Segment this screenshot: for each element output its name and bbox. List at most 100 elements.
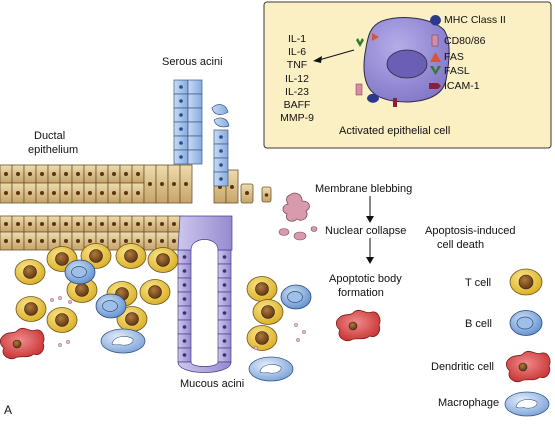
secretion-arrow bbox=[318, 49, 355, 61]
mucous-cell-nucleus bbox=[222, 283, 227, 287]
mucous-cell-nucleus bbox=[182, 353, 187, 357]
duct-cell-nucleus bbox=[76, 239, 80, 243]
mucous-cell-nucleus bbox=[182, 255, 187, 259]
duct-cell-nucleus bbox=[88, 172, 92, 176]
serous-fragment bbox=[213, 117, 230, 128]
legend-mhc-class-ii: MHC Class II bbox=[444, 14, 506, 26]
macrophage-icon bbox=[504, 391, 550, 417]
serous-cell bbox=[187, 149, 203, 165]
duct-cell-nucleus bbox=[40, 172, 44, 176]
duct-cell-nucleus bbox=[88, 191, 92, 195]
detached-duct-cell-nucleus bbox=[264, 193, 269, 197]
t-cell bbox=[66, 277, 98, 303]
mucous-cell-nucleus bbox=[182, 339, 187, 343]
cytokine-item: TNF bbox=[286, 59, 308, 72]
duct-cell-nucleus bbox=[112, 191, 116, 195]
duct-cell-nucleus bbox=[16, 172, 20, 176]
surface-cd80-86-marker bbox=[355, 83, 363, 96]
duct-cell-nucleus bbox=[64, 172, 68, 176]
cytokine-item: IL-1 bbox=[287, 33, 307, 45]
duct-cell-nucleus bbox=[28, 191, 32, 195]
mucous-cell-nucleus bbox=[222, 269, 227, 273]
macrophage bbox=[100, 328, 146, 354]
mucous-acini bbox=[177, 215, 233, 373]
duct-cell-nucleus bbox=[16, 222, 20, 226]
duct-cell-nucleus bbox=[16, 191, 20, 195]
legend-b-cell: B cell bbox=[465, 318, 492, 330]
duct-cell-nucleus bbox=[52, 222, 56, 226]
duct-cell-nucleus bbox=[172, 239, 176, 243]
serous-cell-nucleus bbox=[219, 177, 223, 181]
duct-cell-nucleus bbox=[160, 239, 164, 243]
serous-cell-nucleus bbox=[179, 85, 183, 89]
cell-debris bbox=[294, 323, 299, 328]
b-cell bbox=[280, 284, 312, 310]
apoptosis-death-label-line2: cell death bbox=[437, 239, 485, 251]
duct-cell-nucleus bbox=[136, 239, 140, 243]
mucous-acini-label: Mucous acini bbox=[180, 378, 245, 390]
cell-debris bbox=[50, 298, 55, 303]
duct-cell-nucleus bbox=[184, 182, 188, 186]
duct-cell-nucleus bbox=[100, 172, 104, 176]
mucous-cell-nucleus bbox=[222, 353, 227, 357]
surface-fas-marker bbox=[372, 33, 379, 41]
blebbing-cell bbox=[282, 192, 310, 222]
surface-mhc-class-ii-marker bbox=[367, 91, 379, 103]
duct-cell-nucleus bbox=[76, 222, 80, 226]
mucous-cell-nucleus bbox=[182, 325, 187, 329]
duct-cell-nucleus bbox=[136, 191, 140, 195]
serous-acini-label: Serous acini bbox=[162, 56, 223, 68]
t-cell bbox=[116, 306, 148, 332]
cell-debris bbox=[67, 300, 72, 305]
t-cell bbox=[246, 325, 278, 351]
duct-cell-nucleus bbox=[112, 172, 116, 176]
duct-cell-nucleus bbox=[52, 191, 56, 195]
mucous-junction bbox=[177, 215, 233, 251]
serous-cell-nucleus bbox=[179, 113, 183, 117]
duct-cell-nucleus bbox=[4, 222, 8, 226]
duct-cell-nucleus bbox=[100, 239, 104, 243]
mucous-cell-nucleus bbox=[182, 269, 187, 273]
cytokine-item: IL-6 bbox=[287, 46, 307, 59]
duct-cell-nucleus bbox=[148, 182, 152, 186]
cd80-86-icon bbox=[431, 34, 439, 47]
duct-cell-nucleus bbox=[88, 222, 92, 226]
serous-cell-nucleus bbox=[179, 155, 183, 159]
figure-letter: A bbox=[4, 403, 13, 417]
mucous-cell-nucleus bbox=[222, 325, 227, 329]
apoptotic-body bbox=[278, 228, 290, 236]
serous-cell-nucleus bbox=[179, 127, 183, 131]
duct-cell-nucleus bbox=[40, 239, 44, 243]
serous-cell-nucleus bbox=[179, 99, 183, 103]
duct-cell-nucleus bbox=[64, 191, 68, 195]
duct-cell-nucleus bbox=[4, 172, 8, 176]
duct-cell-nucleus bbox=[64, 222, 68, 226]
flow-arrowhead bbox=[366, 216, 374, 223]
serous-cell bbox=[187, 93, 203, 109]
serous-acini bbox=[173, 79, 230, 187]
cytokine-item: IL-23 bbox=[285, 85, 309, 98]
surface-icam-1-marker bbox=[393, 98, 397, 107]
duct-cell-nucleus bbox=[28, 222, 32, 226]
t-cell bbox=[139, 279, 171, 305]
legend-cd80-86: CD80/86 bbox=[444, 35, 486, 47]
cell-debris bbox=[58, 343, 63, 348]
fas-icon bbox=[430, 52, 441, 62]
duct-cell-nucleus bbox=[100, 191, 104, 195]
duct-cell-nucleus bbox=[124, 239, 128, 243]
b-cell-icon bbox=[509, 310, 543, 336]
mucous-cell-nucleus bbox=[222, 255, 227, 259]
cytokine-list: IL-1 IL-6 TNF IL-12 IL-23 BAFF MMP-9 bbox=[272, 33, 322, 125]
mucous-cell-base bbox=[177, 361, 232, 373]
duct-cell-nucleus bbox=[112, 239, 116, 243]
legend-icam-1: ICAM-1 bbox=[444, 80, 480, 92]
duct-cell-nucleus bbox=[124, 222, 128, 226]
secretion-arrowhead bbox=[313, 56, 322, 63]
mucous-cell-nucleus bbox=[222, 311, 227, 315]
duct-cell-nucleus bbox=[28, 172, 32, 176]
dendritic-cell bbox=[335, 309, 381, 342]
apoptotic-body bbox=[293, 231, 307, 241]
duct-cell-nucleus bbox=[76, 172, 80, 176]
